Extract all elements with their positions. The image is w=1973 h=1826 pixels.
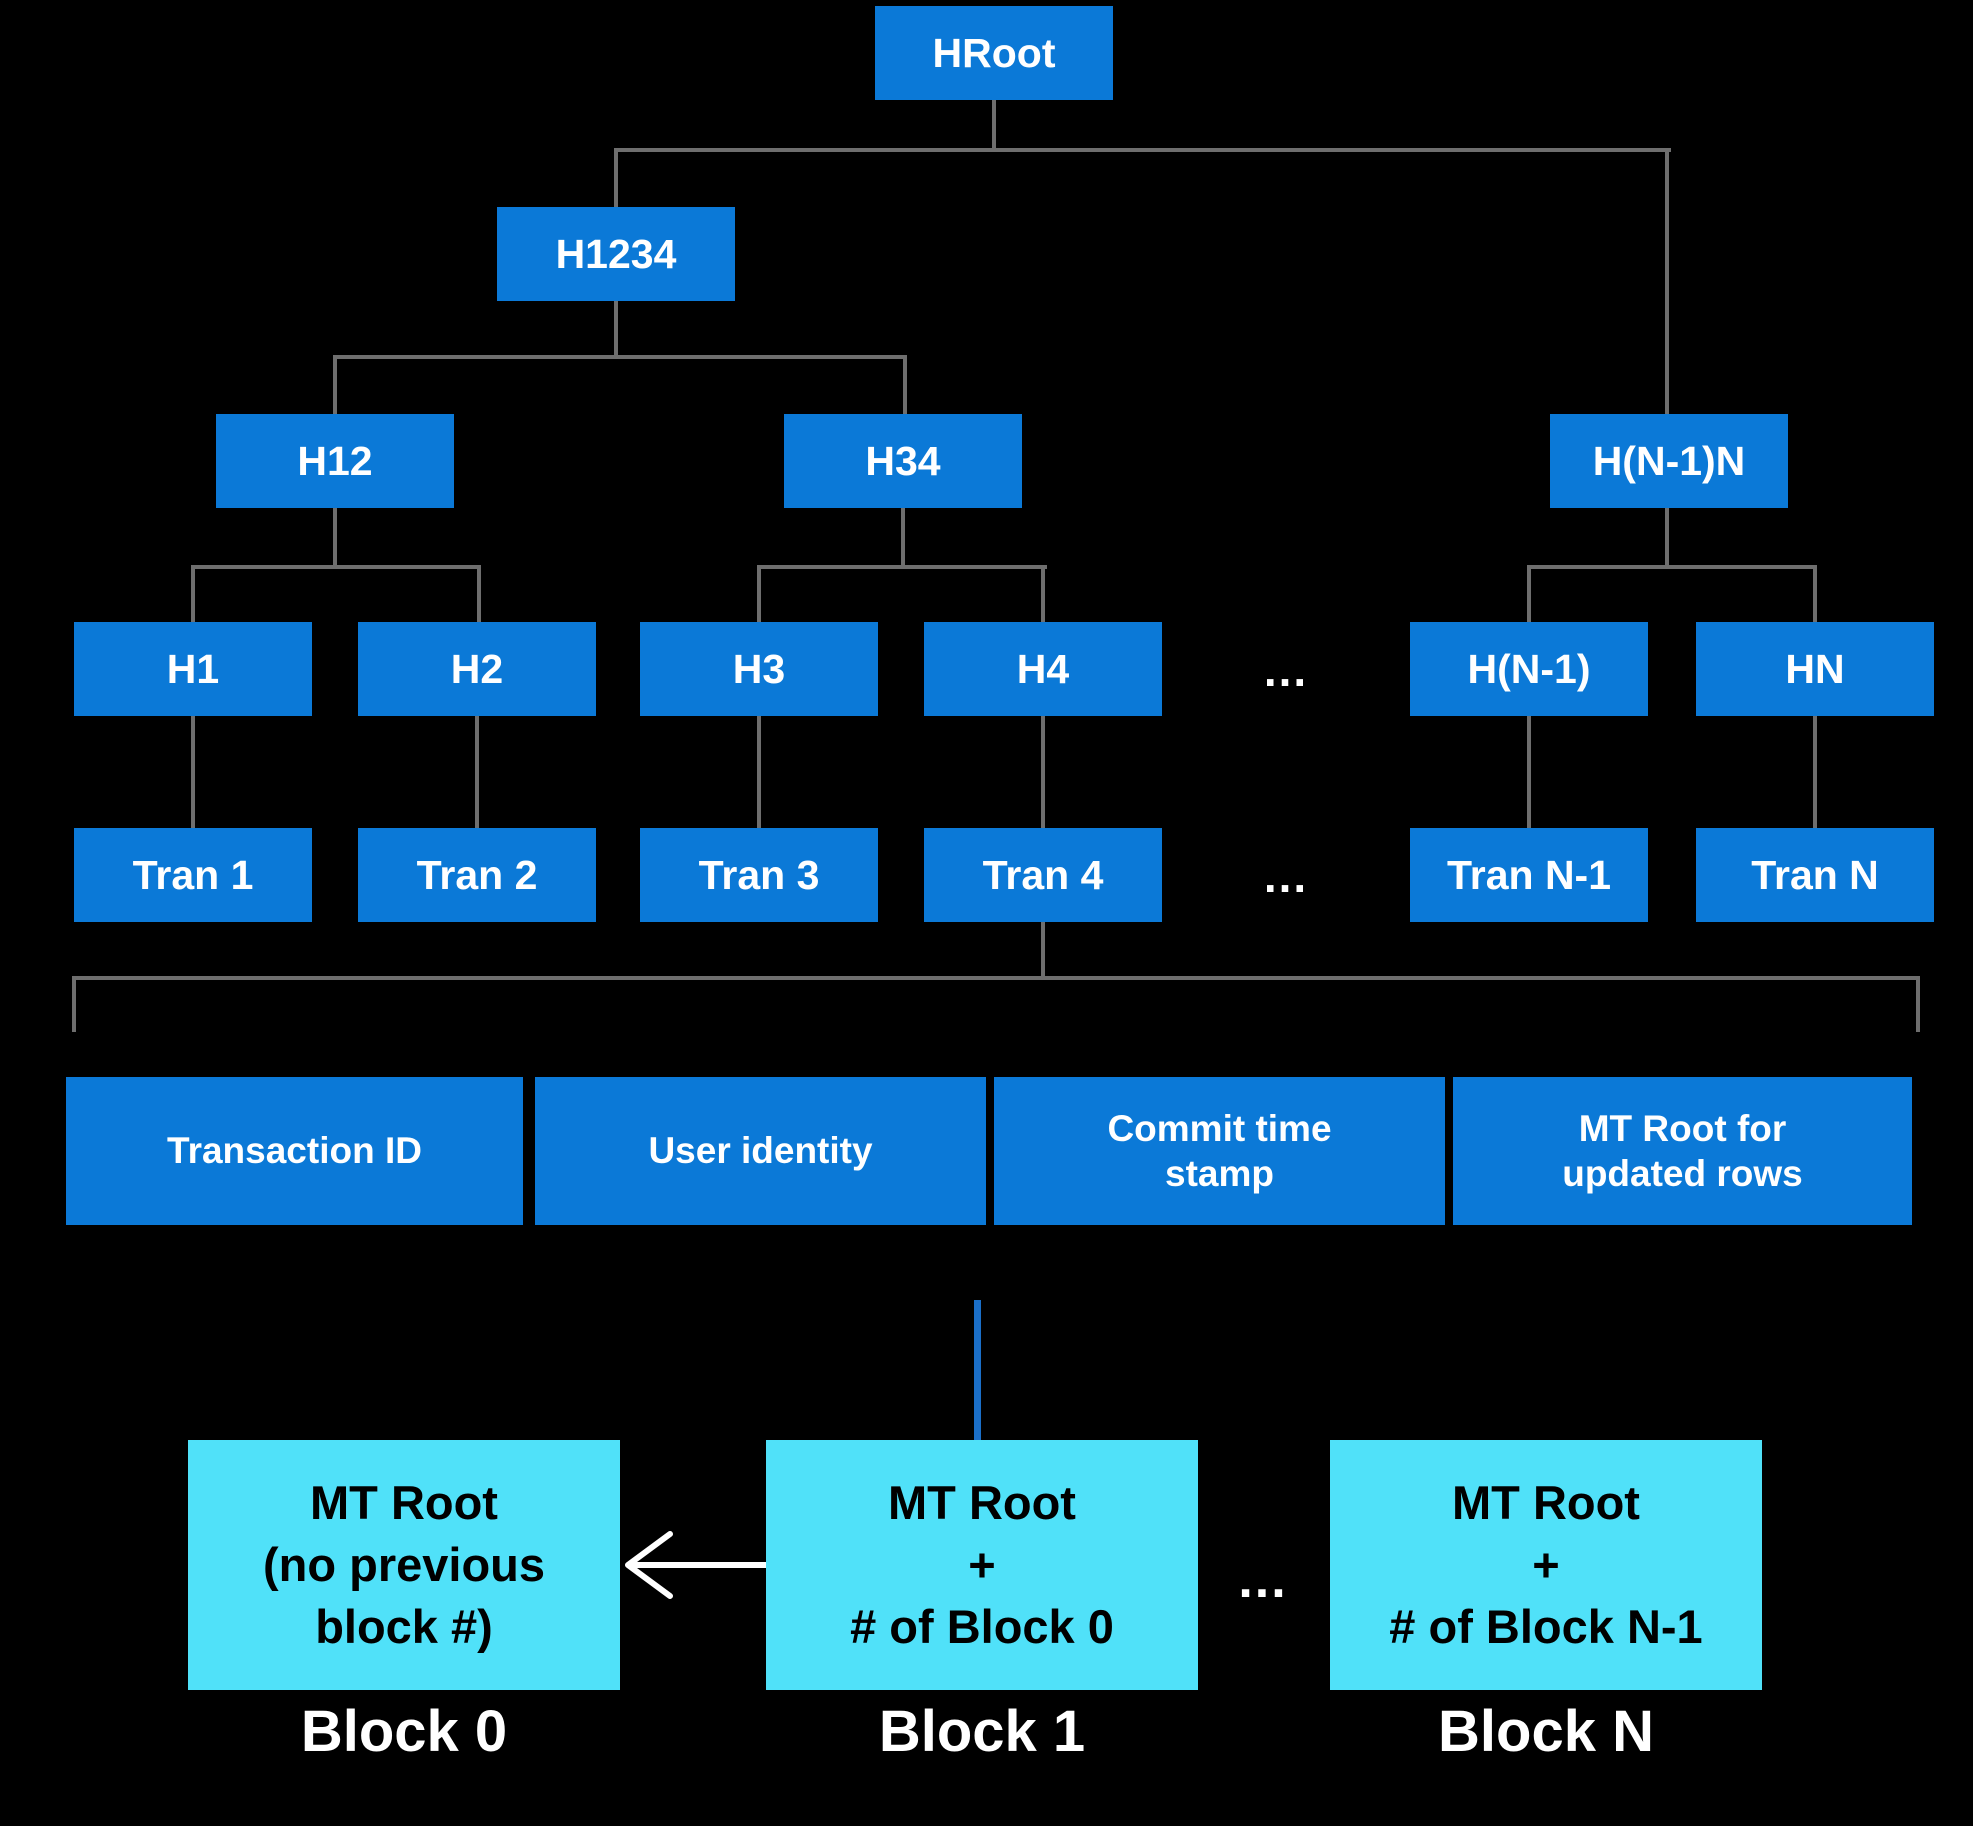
tree-node-h2: H2	[358, 622, 596, 716]
previous-block-arrow-icon	[625, 1531, 766, 1599]
tree-node-h1234: H1234	[497, 207, 735, 301]
connector-line	[191, 567, 195, 624]
connector-line	[903, 357, 907, 416]
block-box-line: # of Block N-1	[1389, 1600, 1703, 1654]
connector-line	[1527, 565, 1817, 569]
tree-node-hn1n: H(N-1)N	[1550, 414, 1788, 508]
ellipsis-blocks: ...	[1238, 1551, 1288, 1609]
block-box-line: MT Root	[1452, 1475, 1640, 1529]
block-box-2: MT Root + # of Block N-1	[1330, 1440, 1762, 1690]
connector-line	[1665, 508, 1669, 569]
connector-line	[1916, 978, 1920, 1032]
tree-node-h34: H34	[784, 414, 1022, 508]
connector-line	[191, 716, 195, 828]
tree-node-tran3: Tran 3	[640, 828, 878, 922]
block-box-line: (no previous	[262, 1537, 546, 1591]
connector-line	[757, 716, 761, 828]
connector-line	[1527, 567, 1531, 624]
block-box-line: # of Block 0	[850, 1600, 1114, 1654]
block-box-line: MT Root	[888, 1475, 1076, 1529]
block-box-line: block #)	[315, 1600, 493, 1654]
tree-node-trann1: Tran N-1	[1410, 828, 1648, 922]
tree-node-trann: Tran N	[1696, 828, 1934, 922]
connector-line	[614, 150, 618, 209]
block-label-2: Block N	[1438, 1698, 1654, 1764]
connector-line	[191, 565, 481, 569]
tree-node-hn: HN	[1696, 622, 1934, 716]
connector-line	[1527, 716, 1531, 828]
record-field-0: Transaction ID	[66, 1077, 523, 1225]
block-box-0: MT Root (no previous block #)	[188, 1440, 620, 1690]
merkle-root-link-line	[974, 1300, 981, 1440]
ellipsis-hash-row: ...	[1263, 644, 1309, 696]
tree-node-h4: H4	[924, 622, 1162, 716]
connector-line	[1041, 716, 1045, 828]
tree-node-h3: H3	[640, 622, 878, 716]
connector-line	[333, 508, 337, 569]
record-field-1: User identity	[535, 1077, 986, 1225]
connector-line	[1665, 150, 1669, 416]
connector-line	[901, 508, 905, 569]
connector-line	[614, 148, 1671, 152]
connector-line	[757, 565, 1047, 569]
connector-line	[1813, 716, 1817, 828]
record-field-2: Commit time stamp	[994, 1077, 1445, 1225]
tree-node-hn-1: H(N-1)	[1410, 622, 1648, 716]
block-box-line: +	[968, 1537, 996, 1591]
connector-line	[477, 567, 481, 624]
block-box-1: MT Root + # of Block 0	[766, 1440, 1198, 1690]
tree-node-hroot: HRoot	[875, 6, 1113, 100]
tree-node-tran2: Tran 2	[358, 828, 596, 922]
connector-line	[72, 976, 1920, 980]
tree-node-tran4: Tran 4	[924, 828, 1162, 922]
block-box-line: MT Root	[310, 1475, 498, 1529]
block-box-line: +	[1532, 1537, 1560, 1591]
connector-line	[614, 301, 618, 359]
tree-node-h12: H12	[216, 414, 454, 508]
connector-line	[1041, 922, 1045, 980]
tree-node-h1: H1	[74, 622, 312, 716]
record-field-3: MT Root for updated rows	[1453, 1077, 1912, 1225]
connector-line	[1041, 567, 1045, 624]
connector-line	[333, 357, 337, 416]
connector-line	[992, 100, 996, 152]
block-label-0: Block 0	[300, 1698, 508, 1764]
connector-line	[757, 567, 761, 624]
tree-node-tran1: Tran 1	[74, 828, 312, 922]
ellipsis-tran-row: ...	[1263, 850, 1309, 902]
block-label-1: Block 1	[878, 1698, 1086, 1764]
connector-line	[333, 355, 907, 359]
connector-line	[475, 716, 479, 828]
connector-line	[1813, 567, 1817, 624]
connector-line	[72, 978, 76, 1032]
